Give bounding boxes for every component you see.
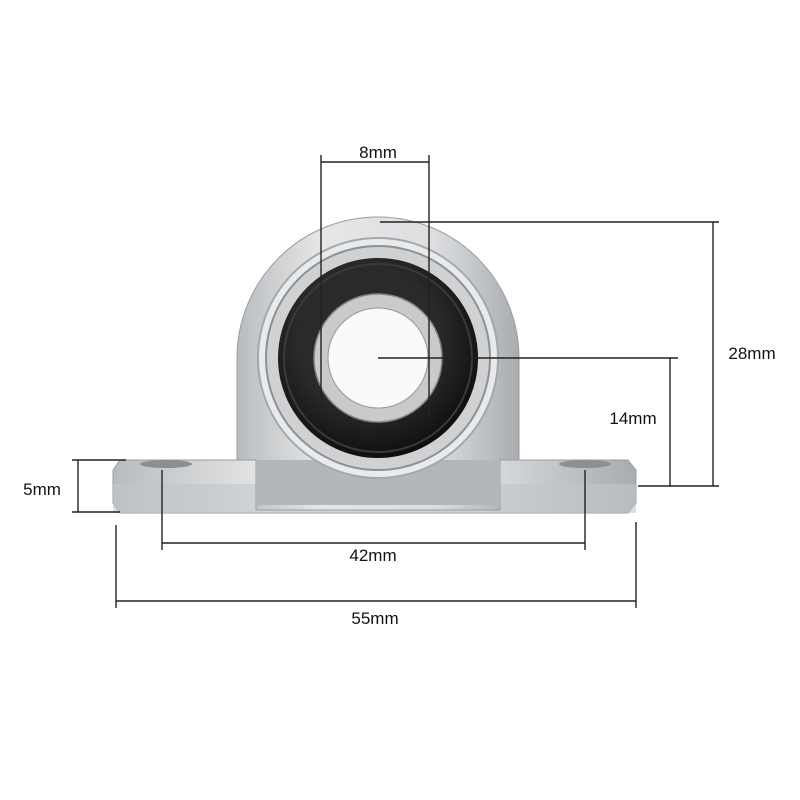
hole-spacing-label: 42mm xyxy=(349,546,396,565)
dimension-hole-spacing: 42mm xyxy=(161,470,586,565)
bore-label: 8mm xyxy=(359,143,397,162)
mounting-hole-left xyxy=(140,460,192,468)
total-height-label: 28mm xyxy=(728,344,775,363)
mounting-hole-right xyxy=(559,460,611,468)
center-height-label: 14mm xyxy=(609,409,656,428)
dimension-total-height: 28mm xyxy=(380,221,776,487)
dimension-base-thickness: 5mm xyxy=(23,459,126,513)
dimension-center-height: 14mm xyxy=(378,357,678,486)
base-thickness-label: 5mm xyxy=(23,480,61,499)
dimension-bore: 8mm xyxy=(320,143,430,420)
dimension-total-length: 55mm xyxy=(115,522,637,628)
total-length-label: 55mm xyxy=(351,609,398,628)
